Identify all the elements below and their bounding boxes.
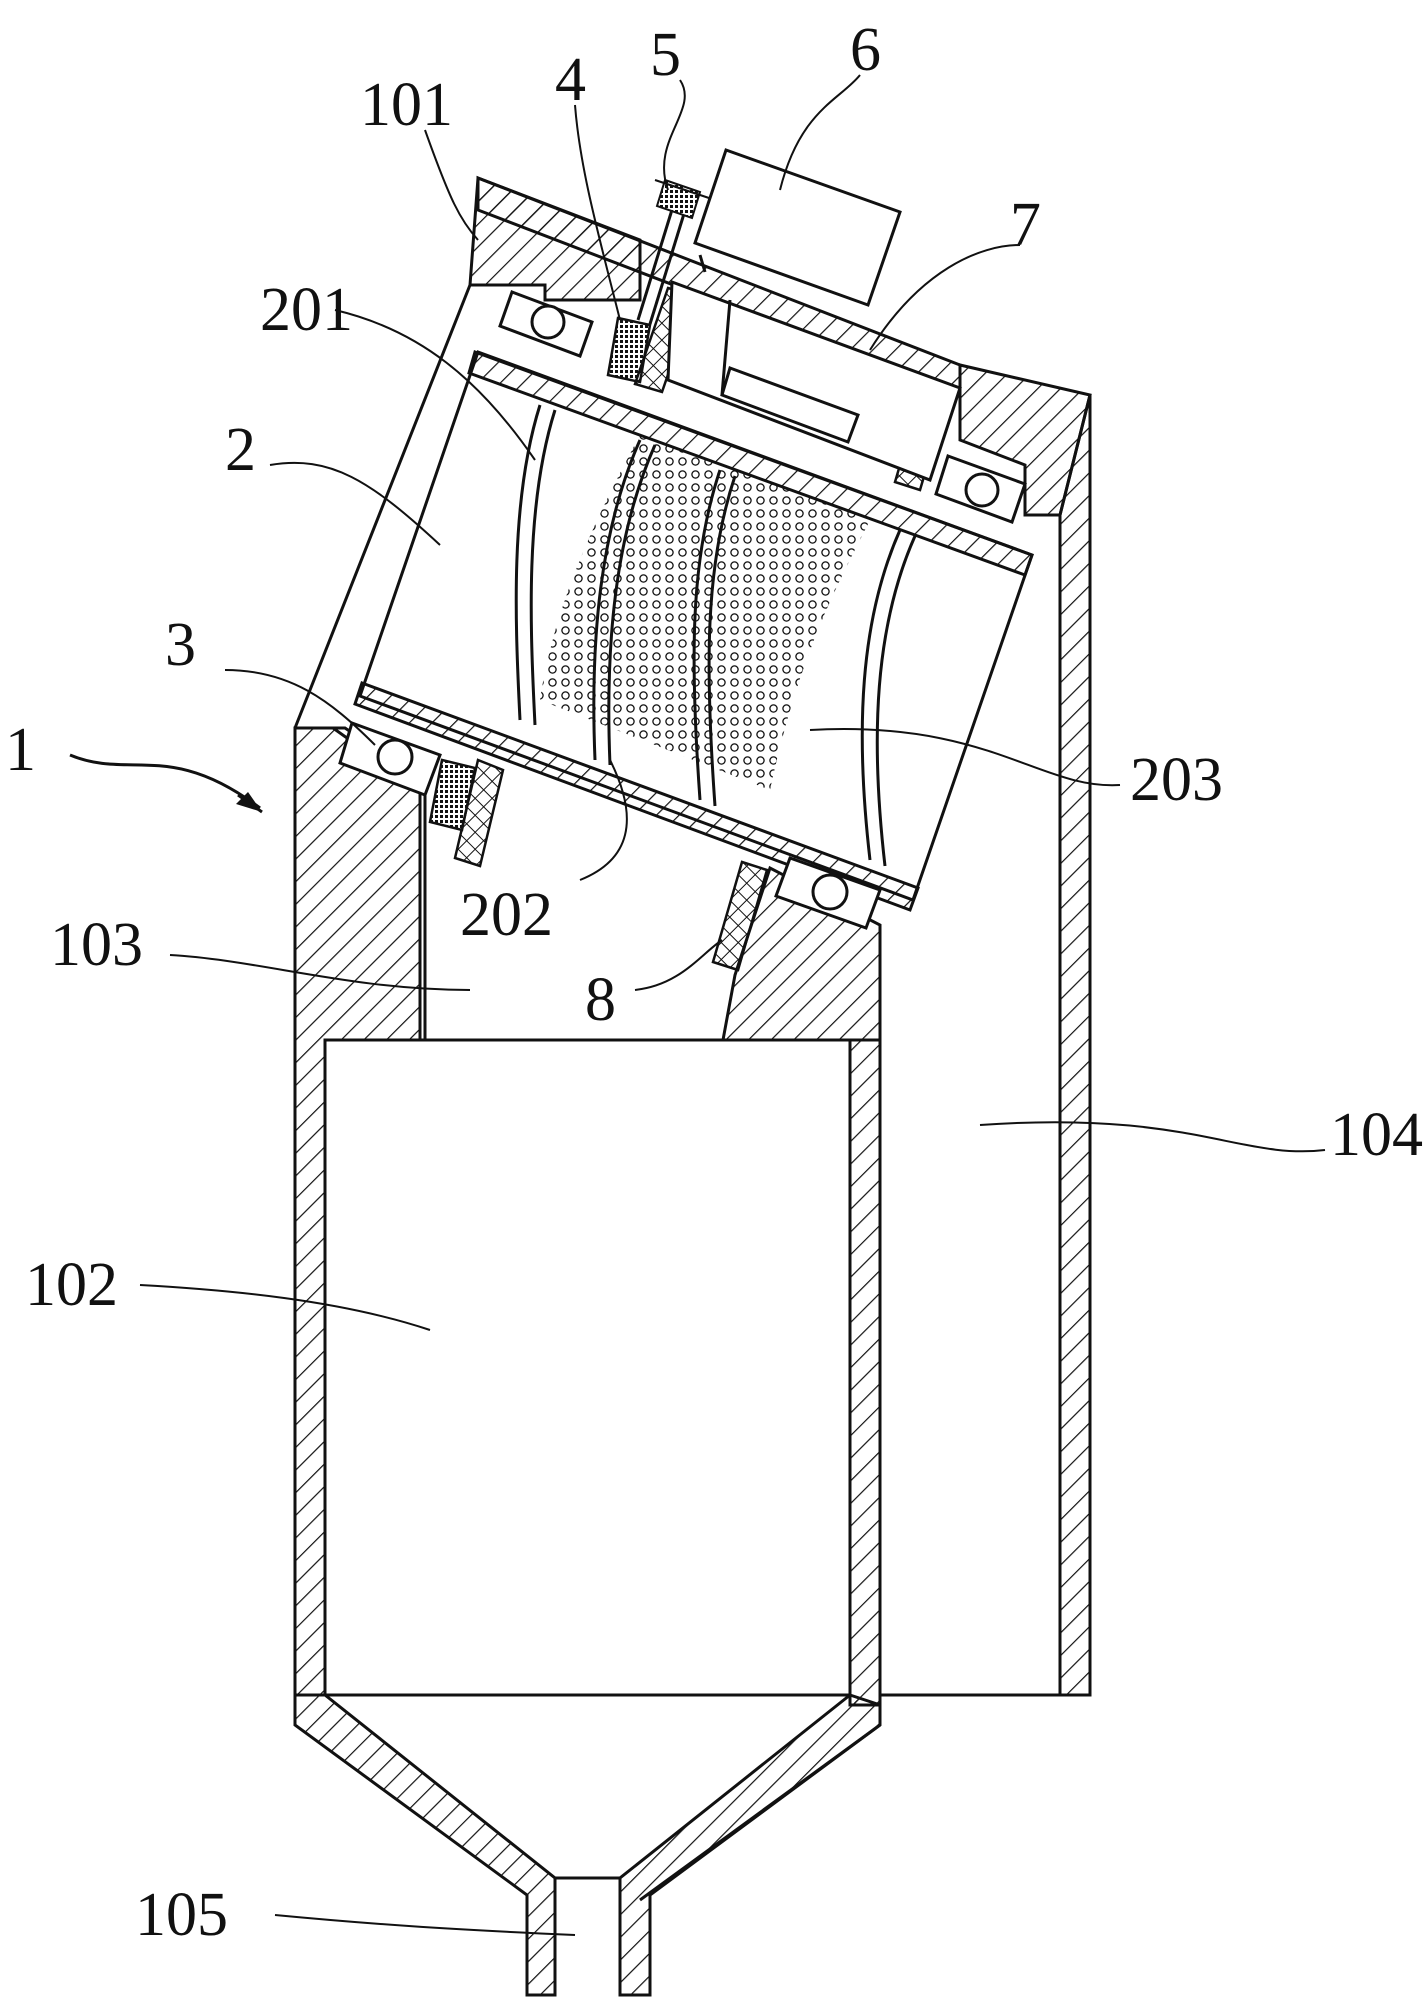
- drive-box: [666, 279, 962, 482]
- motor: [693, 148, 902, 307]
- funnel-right: [618, 1693, 882, 1997]
- label-104: 104: [1330, 1101, 1423, 1169]
- bearings: [338, 290, 1027, 930]
- labels: 1 101 4 5 6 7 201 2 3 203 202 103 8 104 …: [5, 16, 1423, 1949]
- label-102: 102: [25, 1251, 118, 1319]
- leader-201: [334, 309, 536, 461]
- label-7: 7: [1010, 191, 1041, 259]
- bearing-top-left: [498, 290, 594, 358]
- leader-7: [869, 244, 1021, 351]
- label-5: 5: [650, 21, 681, 89]
- leader-102: [139, 1284, 431, 1331]
- rod-nut: [655, 178, 702, 220]
- blade-mid-b: [707, 475, 737, 807]
- blade-202-b: [607, 444, 657, 766]
- leader-3: [224, 669, 376, 746]
- bearing-right: [934, 454, 1027, 524]
- blade-203-b: [875, 535, 917, 867]
- arrow-1: [69, 753, 263, 814]
- blade-201-b: [529, 409, 557, 726]
- blade-202-a: [592, 439, 642, 761]
- drum-bottom-plate: [353, 681, 920, 912]
- label-2: 2: [225, 416, 256, 484]
- drum-top-plate: [467, 350, 1034, 577]
- leader-105: [274, 1914, 576, 1936]
- return-join-line-2: [639, 1723, 881, 1902]
- leader-8: [634, 939, 723, 991]
- label-1: 1: [5, 716, 36, 784]
- chamber-right-wall: [848, 1038, 882, 1707]
- leader-6: [779, 74, 861, 191]
- label-203: 203: [1130, 746, 1223, 814]
- seal-bottom-cross: [453, 758, 505, 868]
- leader-2: [269, 461, 441, 546]
- motor-body: [693, 148, 902, 307]
- bearing-bottom-right: [774, 856, 882, 930]
- drive-box-frame: [666, 279, 962, 482]
- leader-5: [663, 79, 686, 191]
- leader-203: [809, 728, 1121, 787]
- label-4: 4: [555, 46, 586, 114]
- leader-103: [169, 954, 471, 991]
- label-202: 202: [460, 881, 553, 949]
- housing-left-wall: [293, 726, 422, 1697]
- blade-203-a: [860, 529, 902, 861]
- label-8: 8: [585, 966, 616, 1034]
- drum: [353, 350, 1034, 912]
- label-103: 103: [50, 911, 143, 979]
- screen-mesh: [540, 435, 870, 790]
- leader-202: [579, 759, 628, 881]
- label-101: 101: [360, 71, 453, 139]
- blade-mid-a: [692, 469, 722, 801]
- label-201: 201: [260, 276, 353, 344]
- drive-block: [720, 366, 860, 444]
- leader-lines: [139, 74, 1326, 1936]
- housing-right-wall: [1058, 394, 1092, 1697]
- label-105: 105: [135, 1881, 228, 1949]
- bearing-bottom-left: [338, 721, 442, 797]
- leader-104: [979, 1121, 1326, 1153]
- funnel-left: [293, 1693, 557, 1997]
- leader-4: [574, 104, 621, 321]
- blade-201-a: [514, 404, 542, 721]
- label-6: 6: [850, 16, 881, 84]
- housing-top-right-block: [958, 363, 1092, 517]
- label-3: 3: [165, 611, 196, 679]
- leader-101: [424, 129, 479, 241]
- ring-8-bottom: [711, 860, 769, 972]
- housing-top-left-block: [468, 175, 642, 302]
